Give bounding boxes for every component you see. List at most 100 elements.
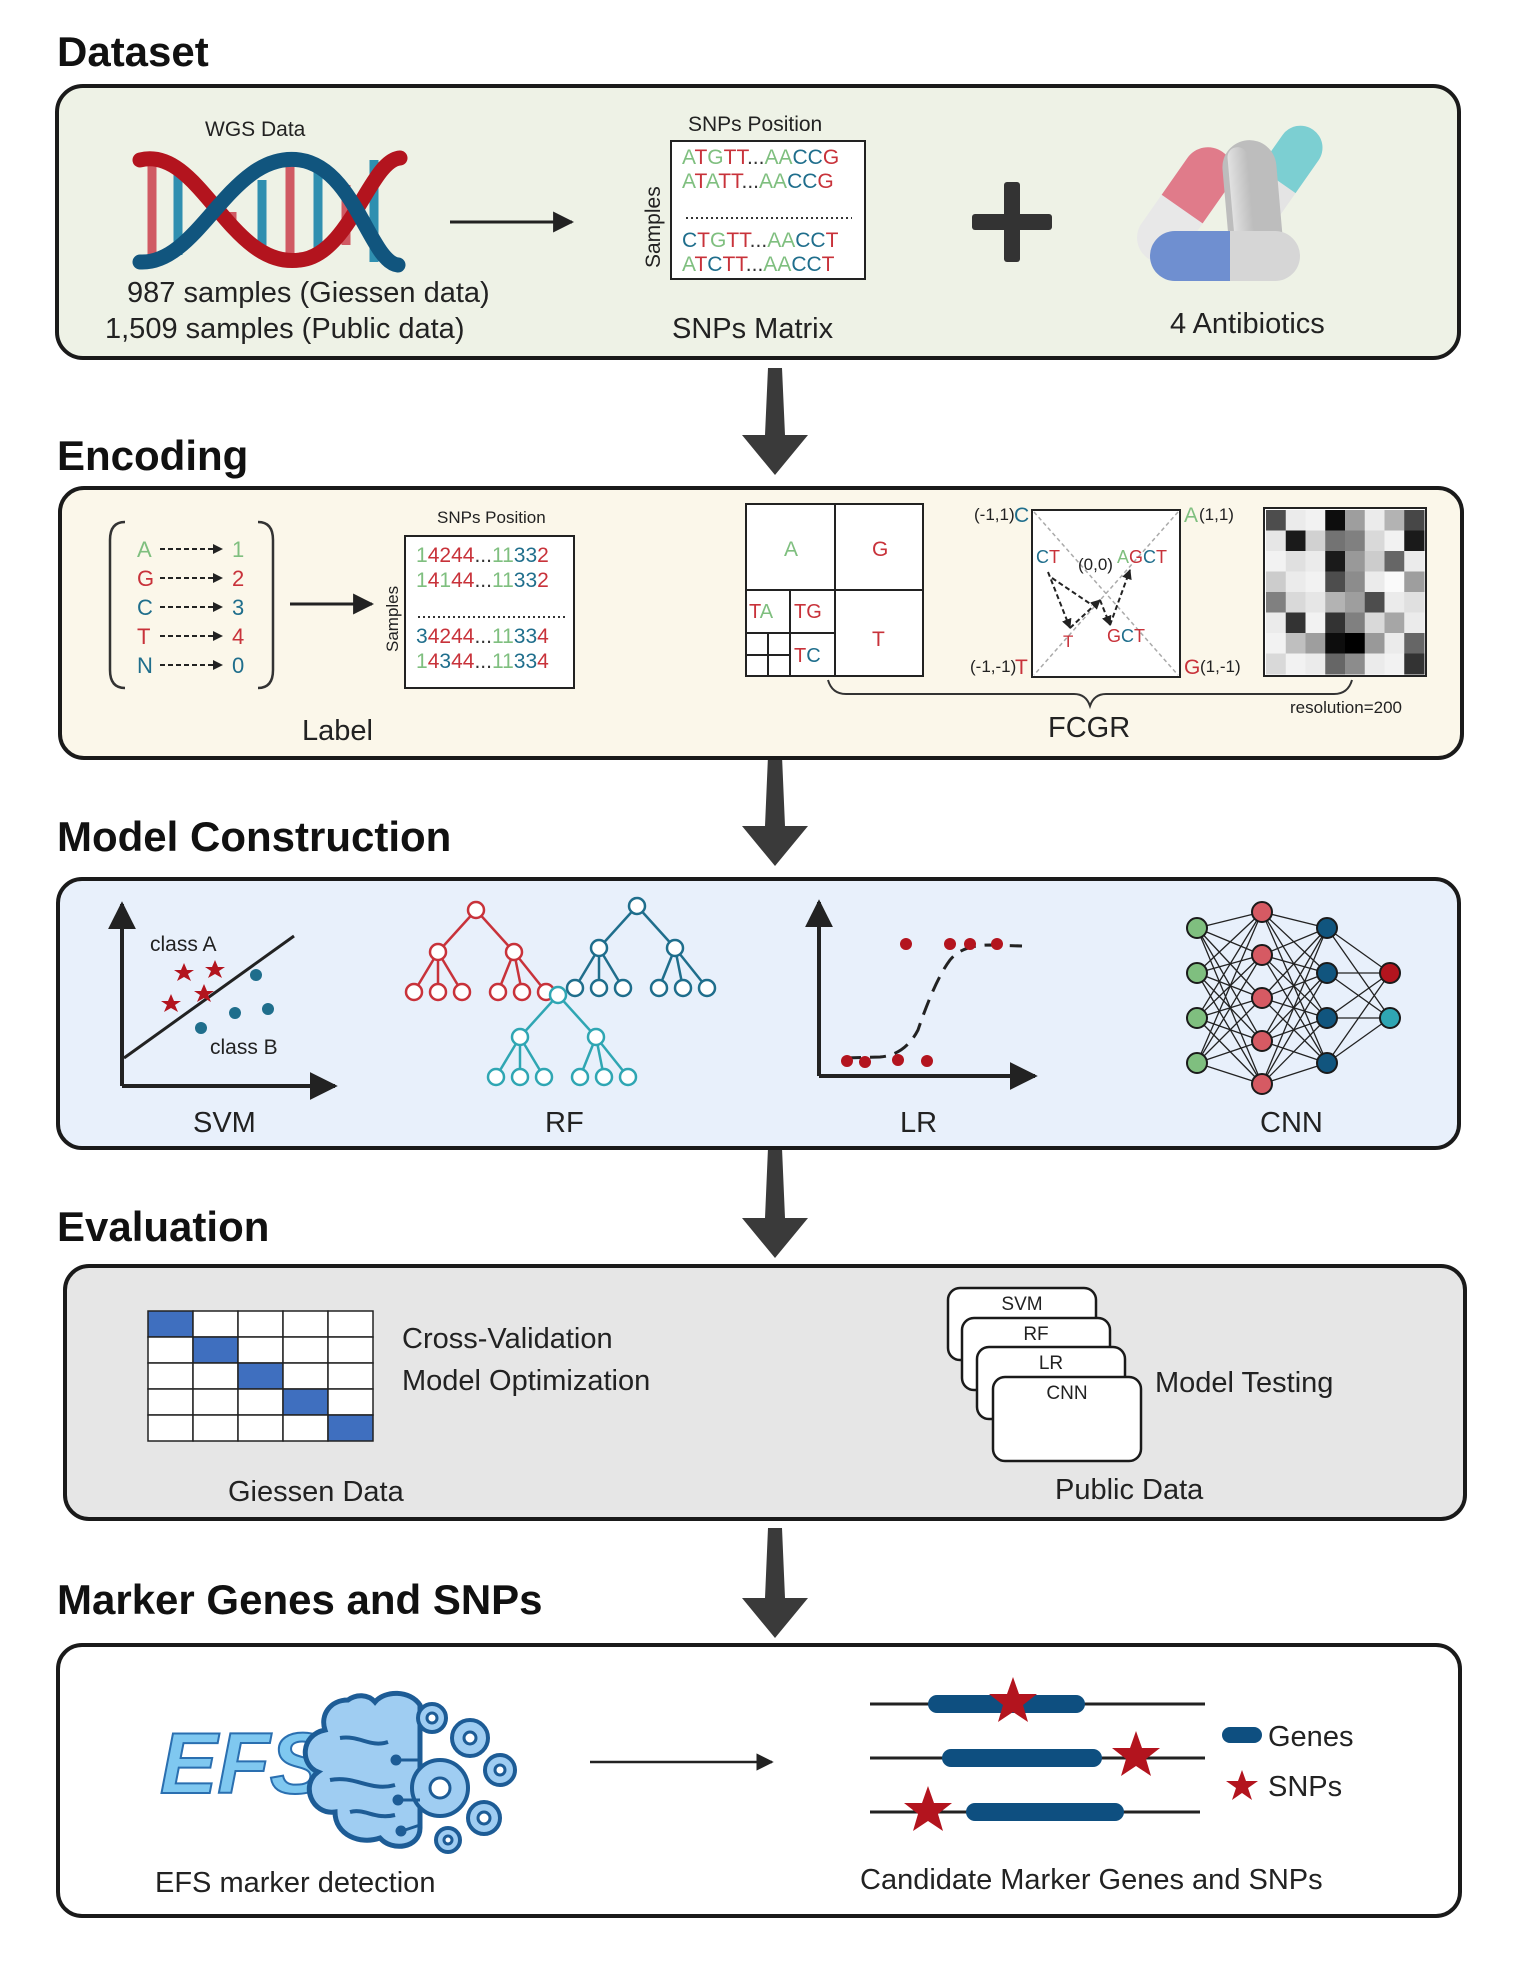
map-value: 3 — [232, 595, 244, 620]
colored-char: 3 — [514, 569, 526, 592]
fcgr-pixel — [1384, 592, 1405, 613]
cv-fold-cell — [282, 1336, 329, 1364]
map-value: 0 — [232, 653, 244, 678]
cv-fold-cell — [192, 1362, 239, 1390]
colored-char: 3 — [514, 544, 526, 567]
fcgr-path — [1047, 569, 1132, 629]
fcgr-pixel — [1305, 571, 1326, 593]
cv-fold-cell — [327, 1310, 374, 1338]
map-value: 1 — [232, 537, 244, 562]
fcgr-pixel — [1305, 612, 1326, 634]
colored-char: A — [682, 170, 696, 193]
cv-fold-cell — [147, 1310, 194, 1338]
fcgr-pixel — [1345, 551, 1366, 572]
fcgr-point-t: T — [1063, 632, 1073, 651]
dataset-header: Dataset — [57, 28, 209, 75]
cnn-edge — [1261, 927, 1328, 956]
colored-char: G — [806, 601, 822, 623]
cnn-edge — [1261, 911, 1328, 1064]
colored-char: 3 — [439, 650, 451, 673]
fcgr-pixel — [1325, 612, 1346, 634]
cnn-edge — [1196, 1040, 1263, 1064]
colored-char: T — [739, 229, 752, 252]
cnn-edge — [1326, 972, 1391, 1064]
fcgr-pixel — [1305, 530, 1326, 552]
colored-char: A — [781, 229, 795, 252]
colored-char: T — [724, 146, 737, 169]
cross-validation-label: Cross-Validation — [402, 1323, 613, 1355]
cnn-node — [1316, 1052, 1338, 1074]
cv-fold-cell — [282, 1414, 329, 1442]
class-b-label: class B — [210, 1036, 278, 1059]
ct-label: CT — [1036, 547, 1060, 567]
cnn-edge — [1261, 927, 1328, 1085]
fcgr-pixel — [1404, 653, 1425, 675]
fcgr-pixel — [1305, 633, 1326, 654]
cnn-edge — [1326, 1017, 1391, 1064]
sequence-row: CTGTT...AACCT — [682, 229, 839, 252]
model-card — [991, 1375, 1143, 1463]
svm-class-b-points — [195, 969, 274, 1034]
cnn-edge — [1261, 1017, 1328, 1085]
decision-tree — [565, 896, 717, 998]
down-arrow-3 — [742, 1148, 808, 1258]
fcgr-pixel — [1325, 653, 1346, 675]
corner-bottom-right: (1,-1) — [1200, 657, 1241, 676]
cv-fold-cell — [327, 1362, 374, 1390]
colored-char: A — [759, 170, 773, 193]
colored-char: 2 — [537, 569, 549, 592]
colored-char: 2 — [439, 625, 451, 648]
cnn-node — [1379, 962, 1401, 984]
map-value: 2 — [232, 566, 244, 591]
colored-char: 3 — [416, 625, 428, 648]
fcgr-point-ct: CT — [1036, 547, 1060, 567]
cnn-edge — [1196, 1017, 1263, 1085]
fcgr-pixel — [1364, 653, 1385, 675]
giessen-samples-count: 987 samples (Giessen data) — [127, 277, 490, 309]
fcgr-diagonals — [1033, 511, 1179, 676]
evaluation-header: Evaluation — [57, 1203, 269, 1250]
cnn-node — [1316, 1007, 1338, 1029]
fcgr-pixel — [1305, 653, 1326, 675]
cnn-edge — [1326, 972, 1391, 1019]
model-card-label: SVM — [1001, 1294, 1042, 1315]
colored-char: ... — [474, 650, 492, 673]
tc-label: TC — [794, 645, 821, 667]
snps-matrix-rows: ATGTT...AACCGATATT...AACCGCTGTT...AACCTA… — [682, 146, 839, 276]
fcgr-pixel — [1364, 592, 1385, 613]
colored-char: A — [706, 170, 720, 193]
encoded-matrix-box — [404, 535, 575, 689]
map-letter: T — [137, 624, 150, 649]
cnn-node — [1379, 1007, 1401, 1029]
cv-fold-cell — [237, 1310, 284, 1338]
fcgr-quadrant-grid — [745, 503, 924, 677]
colored-char: T — [1049, 547, 1060, 567]
ta-label: TA — [749, 601, 774, 623]
colored-char: 4 — [463, 625, 475, 648]
snps-matrix-label: SNPs Matrix — [672, 313, 834, 345]
down-arrow-1 — [742, 368, 808, 475]
svm-caption: SVM — [193, 1107, 256, 1139]
map-value: 4 — [232, 624, 244, 649]
colored-char: 3 — [514, 650, 526, 673]
fcgr-pixel — [1364, 571, 1385, 593]
colored-char: G — [1129, 547, 1143, 567]
legend-snps-star — [1226, 1770, 1258, 1800]
colored-char: 4 — [451, 625, 463, 648]
fcgr-pixel — [1384, 551, 1405, 572]
efs-caption: EFS marker detection — [155, 1867, 435, 1899]
colored-char: 4 — [463, 544, 475, 567]
decision-tree — [486, 985, 638, 1087]
colored-char: G — [823, 146, 839, 169]
sequence-row: ATGTT...AACCG — [682, 146, 839, 169]
fcgr-pixel — [1266, 551, 1287, 572]
fcgr-pixel — [1345, 653, 1366, 675]
colored-char: ... — [474, 569, 492, 592]
mapping-right-bracket — [257, 520, 275, 690]
cv-fold-cell — [147, 1336, 194, 1364]
cnn-edge — [1261, 911, 1328, 929]
encoding-snps-position-label: SNPs Position — [437, 508, 546, 527]
colored-char: C — [682, 229, 697, 252]
cnn-edge — [1196, 972, 1263, 999]
cv-fold-cell — [192, 1310, 239, 1338]
